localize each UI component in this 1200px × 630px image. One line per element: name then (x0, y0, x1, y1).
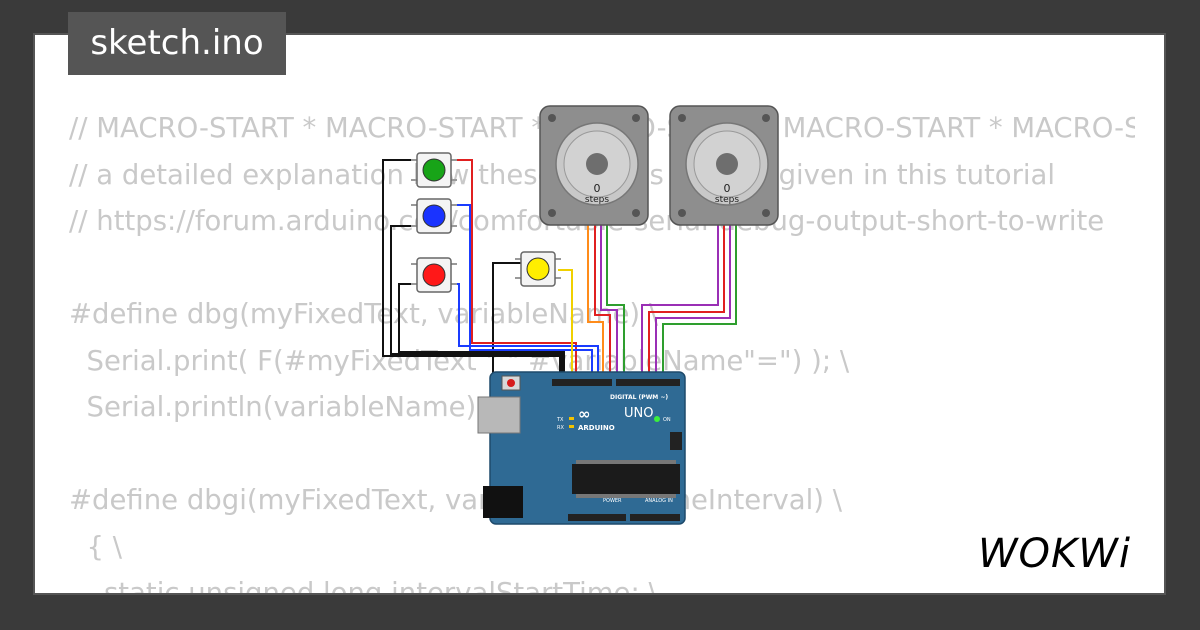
stepper-2-unit: steps (715, 195, 739, 205)
wire-black-red-btn (398, 283, 565, 383)
rx-label: RX (557, 425, 564, 431)
wire-red-stepper1 (594, 225, 611, 383)
atmega-chip (572, 464, 680, 494)
yellow-pushbutton[interactable] (515, 251, 561, 287)
arduino-logo-icon: ∞ (578, 405, 591, 423)
stepper-1-count: 0 (594, 182, 601, 195)
wire-black-blue-btn (390, 225, 563, 383)
analog-header (630, 514, 680, 521)
power-label: POWER (603, 498, 622, 504)
stepper-motor-2[interactable]: 0 steps (669, 105, 779, 226)
power-header (568, 514, 626, 521)
wire-green-stepper1 (606, 225, 625, 383)
wire-red-stepper2 (648, 225, 725, 383)
green-pushbutton[interactable] (411, 152, 457, 188)
digital-header-left (552, 379, 612, 386)
analog-label: ANALOG IN (645, 498, 673, 504)
file-tab[interactable]: sketch.ino (68, 12, 286, 75)
code-line: { \ (69, 530, 122, 563)
wire-purple2-stepper2 (655, 225, 731, 383)
tx-label: TX (556, 417, 564, 423)
digital-label: DIGITAL (PWM ~) (610, 394, 668, 401)
code-line: static unsigned long intervalStartTime; … (69, 577, 658, 595)
wire-black-green-btn (382, 159, 561, 383)
code-line: Serial.println(variableName); (69, 391, 486, 423)
arduino-uno-board[interactable]: DIGITAL (PWM ~) ∞ UNO ARDUINO TX RX ON P… (477, 371, 686, 525)
usb-connector (477, 396, 521, 434)
wokwi-logo-text: WOKWi (978, 531, 1131, 576)
blue-pushbutton[interactable] (411, 198, 457, 234)
wires (382, 159, 737, 383)
wire-orange-stepper1 (587, 225, 604, 383)
digital-header-right (616, 379, 680, 386)
stepper-2-count: 0 (724, 182, 731, 195)
wire-purple-stepper1 (600, 225, 618, 383)
wire-yellow-yellow-btn (558, 269, 573, 383)
reset-button[interactable] (507, 379, 515, 387)
stepper-1-unit: steps (585, 195, 609, 205)
icsp-header (670, 432, 682, 450)
wire-red-green-btn (451, 159, 577, 383)
on-label: ON (663, 417, 671, 423)
stepper-motor-1[interactable]: 0 steps (539, 105, 649, 226)
arduino-brand: ARDUINO (578, 424, 615, 432)
on-led (654, 416, 660, 422)
wire-blue-blue-btn (451, 204, 593, 383)
code-background: // MACRO-START * MACRO-START * MACRO-STA… (69, 105, 1135, 595)
wire-green-stepper2 (662, 225, 737, 383)
wokwi-logo: WOKWi (978, 531, 1131, 576)
red-pushbutton[interactable] (411, 257, 457, 293)
wire-purple-stepper2 (641, 225, 719, 383)
arduino-model: UNO (624, 406, 653, 421)
power-jack (483, 486, 523, 518)
